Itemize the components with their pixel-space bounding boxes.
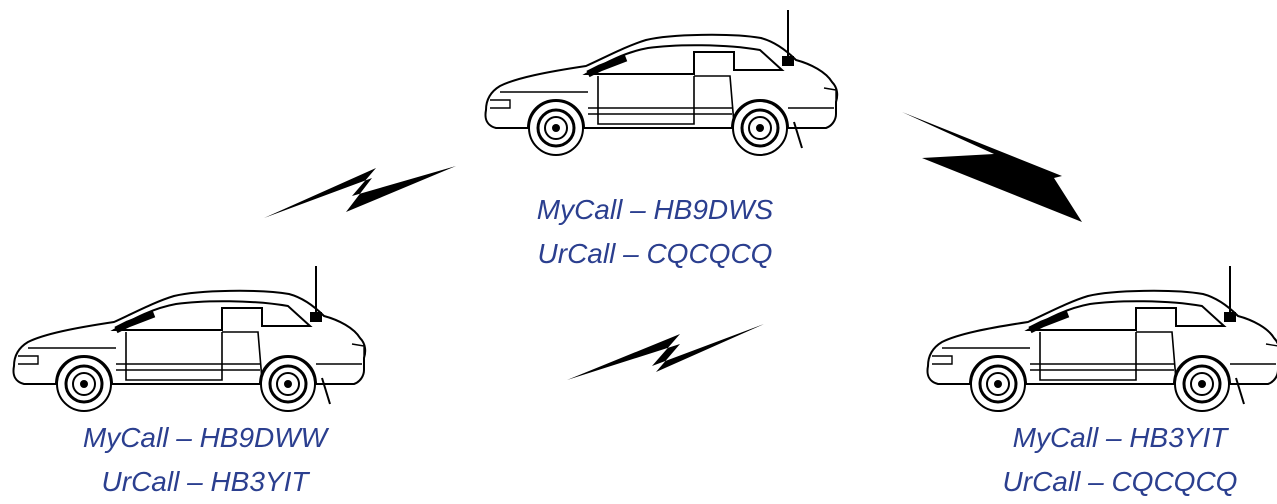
mycall-text: MyCall – HB9DWW (82, 422, 328, 453)
urcall-text: UrCall – HB3YIT (101, 466, 309, 497)
station-label-top: MyCall – HB9DWS UrCall – CQCQCQ (460, 188, 850, 276)
station-label-left: MyCall – HB9DWW UrCall – HB3YIT (10, 416, 400, 504)
car-icon (485, 10, 837, 155)
diagram-graphics (0, 0, 1277, 493)
urcall-text: UrCall – CQCQCQ (1002, 466, 1238, 497)
car-icon (927, 266, 1277, 411)
lightning-bolt-icon (902, 112, 1082, 222)
lightning-bolt-icon (264, 166, 456, 218)
urcall-text: UrCall – CQCQCQ (537, 238, 773, 269)
mycall-text: MyCall – HB9DWS (536, 194, 774, 225)
station-label-right: MyCall – HB3YIT UrCall – CQCQCQ (925, 416, 1277, 504)
lightning-bolt-icon (567, 324, 764, 380)
car-icon (13, 266, 365, 411)
mycall-text: MyCall – HB3YIT (1012, 422, 1228, 453)
